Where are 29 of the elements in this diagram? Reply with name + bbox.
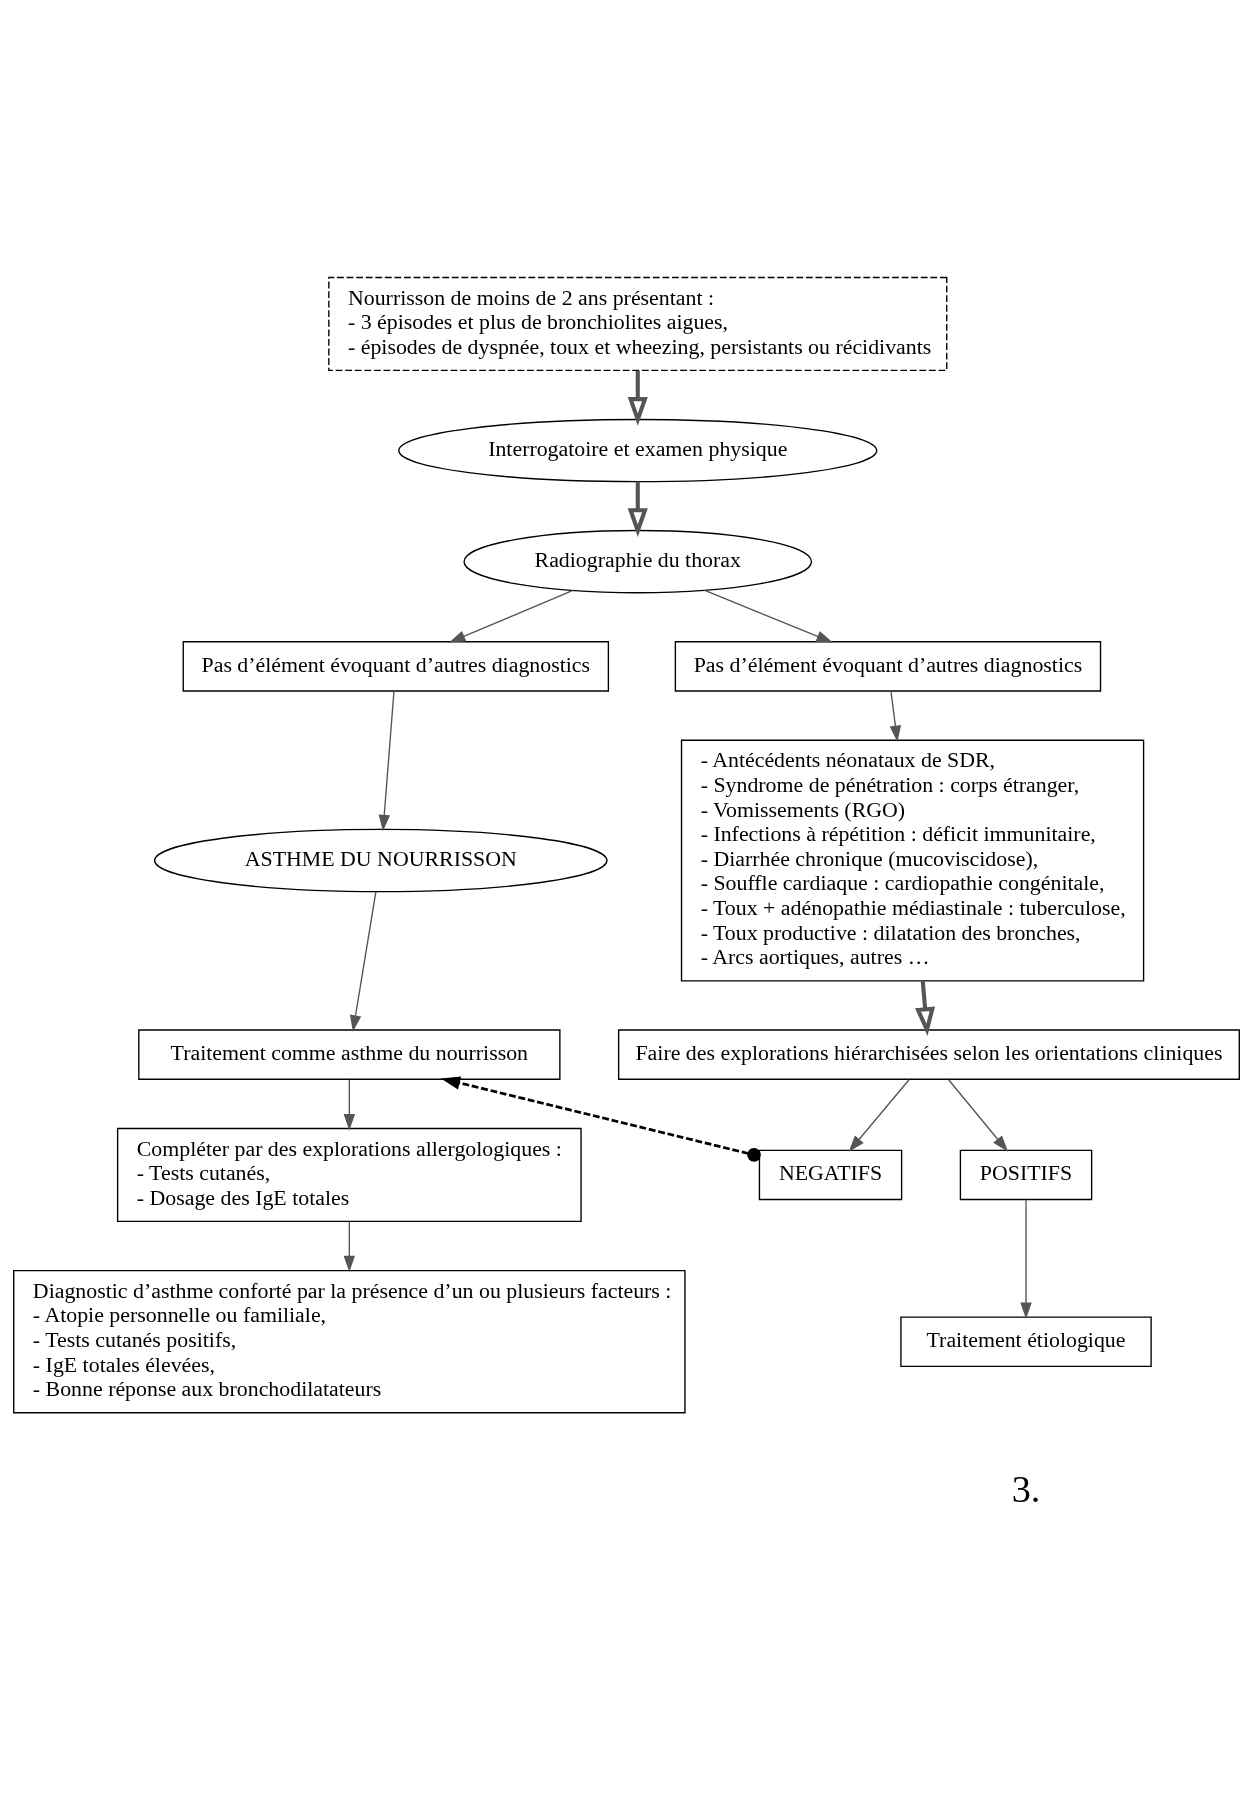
node-box: Nourrisson de moins de 2 ans présentant : - 3 épisodes et plus de bronchiolites aigues, - épisodes de dyspnée, toux et wheezing, persistants ou récidivants: [328, 276, 948, 371]
node-box: Pas d’élément évoquant d’autres diagnostics: [182, 640, 610, 692]
node-ellipse: Interrogatoire et examen physique: [398, 418, 878, 482]
arrow: [889, 690, 902, 742]
label: 3.: [1011, 1467, 1041, 1510]
arrow: [378, 690, 395, 831]
arrow: [349, 890, 377, 1032]
arrow: [915, 980, 936, 1036]
node-box: - Antécédents néonataux de SDR, - Syndrome de pénétration : corps étranger, - Vomissements (RGO) - Infections à répétition : déficit immunitaire, - Diarrhée chronique (mucoviscidose), - Souffle cardiaque : cardiopathie congénitale, - Toux + adénopathie médiastinale : tuberculose, - Toux productive : dilatation des bronches, - Arcs aortiques, autres …: [680, 739, 1145, 981]
arrow: [343, 1078, 356, 1130]
node-box: POSITIFS: [959, 1149, 1093, 1200]
arrow: [848, 1078, 910, 1152]
arrow: [627, 481, 648, 537]
node-box: Diagnostic d’asthme conforté par la présence d’un ou plusieurs facteurs : - Atopie personnelle ou familiale, - Tests cutanés positifs, - IgE totales élevées, - Bonne réponse aux bronchodilatateurs: [13, 1269, 686, 1413]
arrow: [627, 370, 648, 426]
node-box: Compléter par des explorations allergologiques : - Tests cutanés, - Dosage des IgE totales: [116, 1127, 582, 1222]
node-ellipse: ASTHME DU NOURRISSON: [153, 828, 608, 892]
arrow: [947, 1078, 1009, 1152]
node-box: Traitement comme asthme du nourrisson: [138, 1028, 561, 1080]
node-box: Pas d’élément évoquant d’autres diagnostics: [674, 640, 1102, 692]
arrow: [1020, 1198, 1032, 1319]
node-box: Faire des explorations hiérarchisées selon les orientations cliniques: [617, 1028, 1240, 1080]
node-box: Traitement étiologique: [900, 1315, 1152, 1367]
arrow: [704, 589, 833, 643]
arrow: [343, 1220, 356, 1272]
node-ellipse: Radiographie du thorax: [463, 529, 813, 593]
arrow: [440, 1075, 761, 1162]
arrow: [449, 589, 574, 643]
node-box: NEGATIFS: [758, 1149, 903, 1200]
